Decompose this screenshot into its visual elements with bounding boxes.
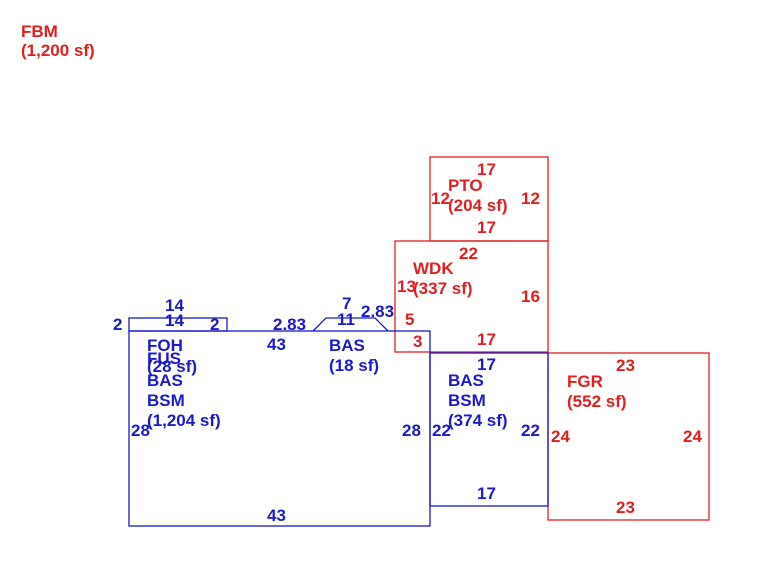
fgr-area: (552 sf) — [567, 392, 627, 411]
bas-bay-area: (18 sf) — [329, 356, 379, 375]
right-bottom-dim: 17 — [477, 484, 496, 503]
fbm-code: FBM — [21, 22, 58, 41]
foh-area: (28 sf) — [147, 357, 197, 376]
bay-outline — [312, 317, 389, 332]
main-bottom-dim: 43 — [267, 506, 286, 525]
foh-top-lower-dim: 14 — [165, 311, 184, 330]
bas-main-code: BAS — [147, 371, 183, 390]
pto-code: PTO — [448, 176, 483, 195]
fgr-top-dim: 23 — [616, 356, 635, 375]
right-left-dim: 22 — [432, 421, 451, 440]
pto-bottom-dim: 17 — [477, 218, 496, 237]
fbm-area: (1,200 sf) — [21, 41, 95, 60]
bay-top-dim: 7 — [342, 294, 351, 313]
main-right-dim: 28 — [402, 421, 421, 440]
foh-code: FOH — [147, 336, 183, 355]
wdk-top-dim: 22 — [459, 244, 478, 263]
foh-left-dim: 2 — [113, 315, 122, 334]
bas-bay-code: BAS — [329, 336, 365, 355]
fgr-code: FGR — [567, 372, 603, 391]
fgr-right-dim: 24 — [683, 427, 702, 446]
pto-top-dim: 17 — [477, 160, 496, 179]
right-right-dim: 22 — [521, 421, 540, 440]
bas-right-code: BAS — [448, 371, 484, 390]
bas-main-sub: BSM — [147, 391, 185, 410]
bay-inner-dim: 11 — [337, 310, 355, 329]
notch-dim: 3 — [413, 332, 422, 351]
main-top-dim: 43 — [267, 335, 286, 354]
pto-right-dim: 12 — [521, 189, 540, 208]
wdk-bottom-dim: 17 — [477, 330, 496, 349]
main-left-dim: 28 — [131, 421, 150, 440]
pto-area: (204 sf) — [448, 196, 508, 215]
wdk-outline — [394, 240, 549, 353]
fgr-left-dim: 24 — [551, 427, 570, 446]
bay-diag-right-dim: 2.83 — [361, 302, 394, 321]
wdk-small-left-dim: 5 — [405, 310, 414, 329]
right-top-dim: 17 — [477, 355, 496, 374]
bas-main-area: (1,204 sf) — [147, 411, 221, 430]
wdk-code: WDK — [413, 259, 454, 278]
bas-right-area: (374 sf) — [448, 411, 508, 430]
wdk-area: (337 sf) — [413, 279, 473, 298]
foh-top-upper-dim: 14 — [165, 296, 184, 315]
wdk-right-dim: 16 — [521, 287, 540, 306]
fus-code: FUS — [147, 349, 181, 368]
bas-right-outline — [429, 352, 549, 507]
fgr-bottom-dim: 23 — [616, 498, 635, 517]
bay-diag-left-dim: 2.83 — [273, 315, 306, 334]
pto-left-dim: 12 — [431, 189, 450, 208]
foh-right-dim: 2 — [210, 315, 219, 334]
bas-right-sub: BSM — [448, 391, 486, 410]
wdk-left-dim: 13 — [397, 277, 416, 296]
